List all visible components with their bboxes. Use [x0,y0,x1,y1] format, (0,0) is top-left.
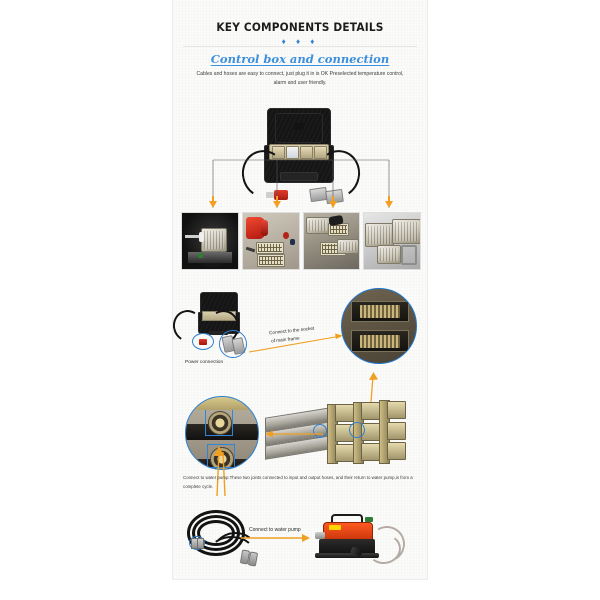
power-plug-highlight-circle [192,333,214,350]
rack-module [387,442,406,460]
case-lid [267,108,331,148]
controller-module [286,145,299,159]
rack-module [387,401,406,419]
hose-coil-image [183,506,275,572]
socket-callout-arrow [248,333,343,353]
green-part [197,253,204,258]
hose-joint-highlight [189,536,205,550]
red-cap [282,232,289,240]
grey-hood-bottom [376,245,401,265]
rack-module [335,404,354,422]
main-frame-socket-closeup[interactable] [341,288,417,364]
hose-loop [192,515,240,551]
connect-to-water-pump-label: Connect to water pump [249,527,301,533]
pump-inlet-fitting [315,532,325,539]
gold-frame-edge [186,397,258,410]
rack-module [387,422,406,440]
tool-shaft [185,235,203,239]
connector-frame [401,245,418,266]
control-box-small-image [195,292,241,338]
connector-block [300,145,313,159]
diamond-dots-divider: ♦ ♦ ♦ [281,37,319,46]
red-power-plug [266,190,288,200]
grey-connector-plug [325,188,344,205]
control-box-hero-image [236,104,366,206]
thumbnail-red-plug-and-inserts[interactable] [241,212,300,270]
socket-row-top [350,300,410,323]
connector-highlight-circle [219,330,247,358]
red-industrial-plug [246,217,268,239]
metal-connector-hood [200,227,228,252]
pump-arrow [241,534,310,542]
lid-latch-right [299,123,304,130]
thumbnail-connector-backshell[interactable] [181,212,239,270]
water-inlet-port [208,411,232,435]
power-connection-label: Power connection [185,360,224,365]
connector-tray [202,311,236,321]
connector-block [314,145,327,159]
water-joint-closeup[interactable] [185,396,259,470]
rack-module [361,443,380,461]
rack-to-joint-arrow [265,430,323,438]
intro-paragraph: Cables and hoses are easy to connect, ju… [196,71,404,87]
content-panel: KEY COMPONENTS DETAILS ♦ ♦ ♦ Control box… [172,0,428,580]
connector-hood [305,217,331,235]
rack-port-highlight [349,422,365,438]
connector-insert [257,254,285,267]
grey-hood-right [392,218,421,245]
pump-valve [365,517,373,522]
hose-loop [187,510,245,556]
pump-mounting-plate [315,553,379,558]
rack-module [361,402,380,420]
hose-joint [197,538,204,549]
water-pump-note: Connect to water pump.These two joints c… [183,475,413,489]
joint-upward-arrows [214,446,226,497]
hose-loop [197,520,235,546]
pump-label-sticker [329,525,341,530]
lid-latch-left [294,123,299,130]
connector-hood [336,238,359,255]
dark-fitting [289,238,296,246]
control-box-connection-diagram: Power connection Connect to the socket o… [173,286,427,386]
tool-tip [198,232,204,243]
main-frame-rack-image [265,398,415,470]
rack-port-highlight [313,424,327,438]
work-surface [187,252,233,264]
grey-hood-left [365,223,395,248]
connector-insert [256,242,284,255]
rack-to-socket-arrow [369,372,378,403]
pump-handle [331,514,363,525]
water-pump-image [313,508,409,566]
header-divider-rule [183,46,417,47]
case-handle [209,331,228,335]
thumbnail-grey-connector-hoods[interactable] [363,212,421,270]
outlet-highlight-box [207,444,235,468]
cable-stub [245,246,256,253]
connector-block [272,145,285,159]
page-title: KEY COMPONENTS DETAILS [216,20,384,34]
component-thumbnail-row [181,212,421,270]
socket-row-bottom [350,330,410,352]
thumbnail-assembled-connectors[interactable] [302,212,361,270]
rack-module [335,444,354,462]
section-subtitle: Control box and connection [210,52,390,66]
